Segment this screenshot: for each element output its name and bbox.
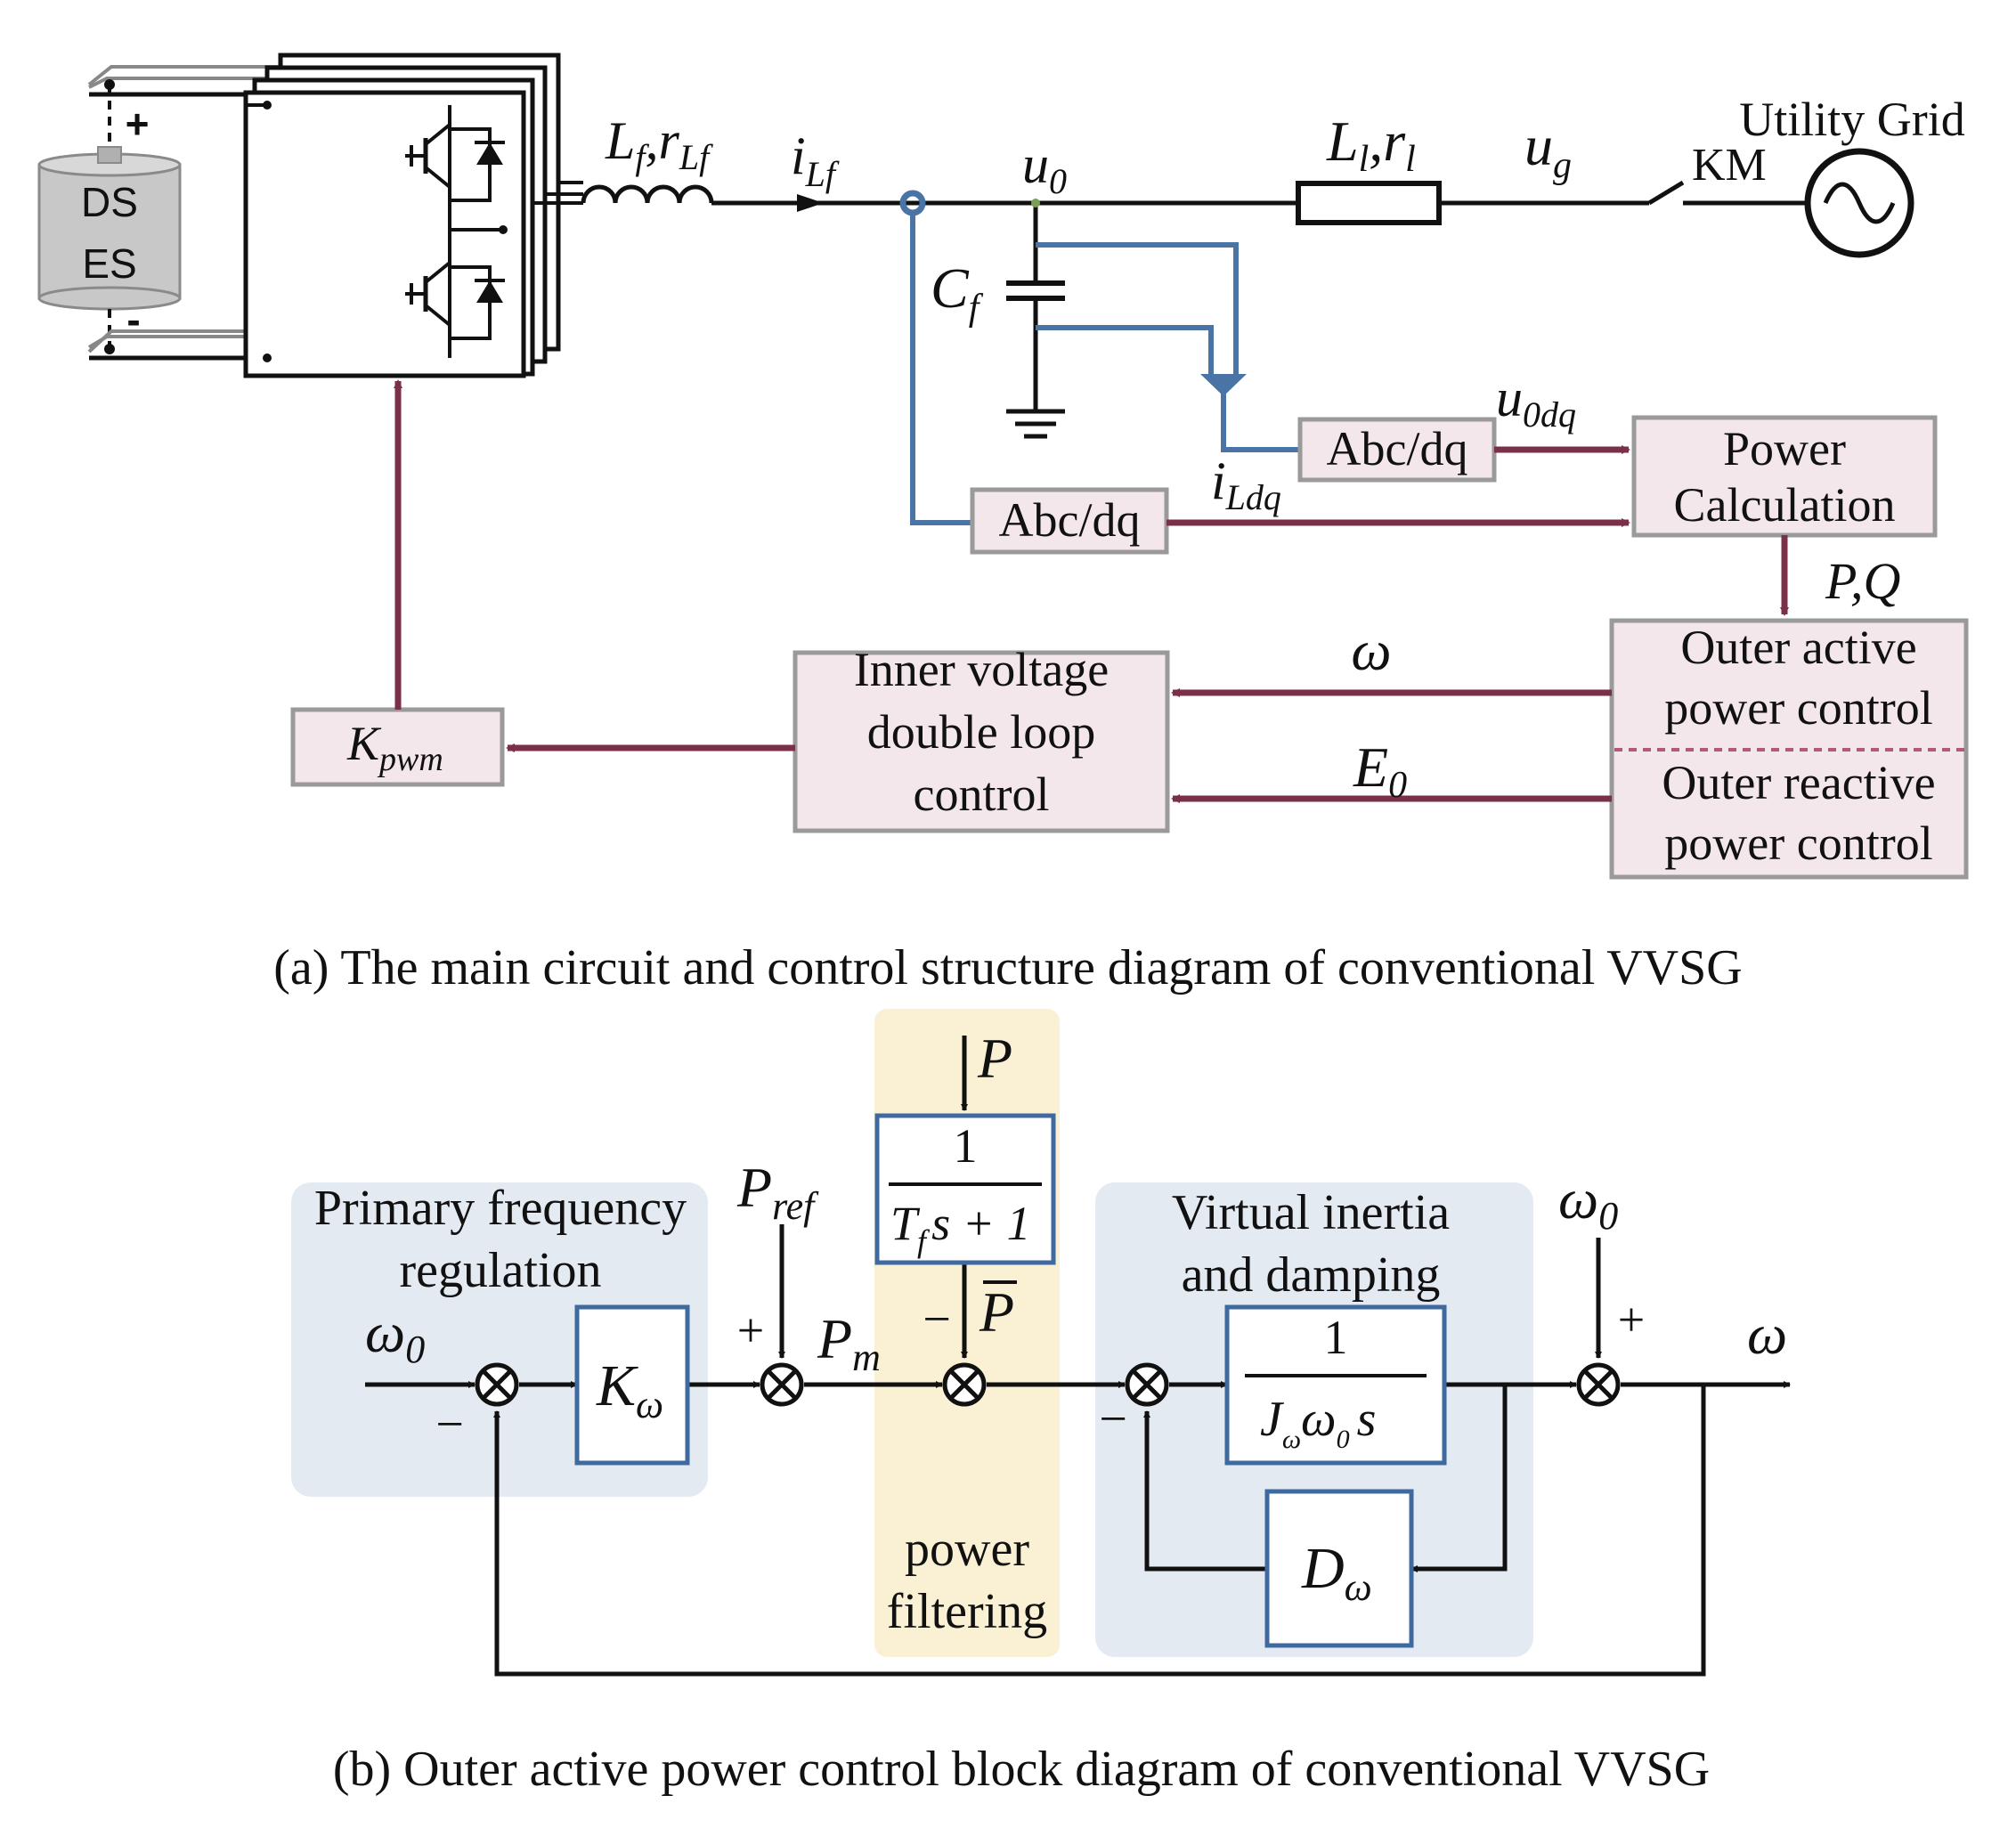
sum-junction-2 <box>760 1362 804 1407</box>
line-impedance-label: Ll,rl <box>1326 110 1416 180</box>
sum-junction-5 <box>1576 1362 1621 1407</box>
primary-label-2: regulation <box>399 1243 601 1298</box>
inertia-label-1: Virtual inertia <box>1172 1185 1450 1240</box>
inertia-label-2: and damping <box>1182 1247 1441 1303</box>
e0-label: E0 <box>1353 735 1407 806</box>
switch-label: KM <box>1692 140 1767 191</box>
virtual-inertia-block <box>1224 1304 1447 1466</box>
outer-reactive-label-2: power control <box>1664 816 1932 870</box>
low-pass-filter-block <box>874 1113 1056 1265</box>
block-diagram: Primary frequency regulation power filte… <box>291 1009 1791 1797</box>
inverter-bridge <box>243 53 583 378</box>
filter-inductor-label: Lf,rLf <box>605 111 713 177</box>
grid-voltage-label: ug <box>1524 114 1572 186</box>
minus-sign-3: − <box>1099 1392 1127 1447</box>
caption-b: (b) Outer active power control block dia… <box>333 1742 1710 1797</box>
filtering-label-2: filtering <box>887 1584 1047 1639</box>
abc-dq-lower-label: Abc/dq <box>999 493 1141 547</box>
storage-battery: DS ES + - <box>37 85 182 349</box>
k-omega-label: Kω <box>596 1353 663 1426</box>
kpwm-label: Kpwm <box>346 717 443 778</box>
abc-dq-upper-label: Abc/dq <box>1327 422 1468 475</box>
inner-label-3: control <box>914 768 1050 821</box>
k-omega-block <box>574 1304 690 1466</box>
pq-label: P,Q <box>1825 552 1900 610</box>
damping-block <box>1264 1489 1414 1648</box>
outer-active-label-2: power control <box>1664 681 1932 735</box>
sum-junction-3 <box>942 1362 987 1407</box>
grid-source-icon <box>1804 148 1914 258</box>
filtering-label-1: power <box>905 1522 1029 1577</box>
p-input-label: P <box>977 1027 1012 1090</box>
pref-label: Pref <box>736 1156 819 1228</box>
dc-bus <box>87 65 280 361</box>
current-direction-arrow <box>797 194 824 212</box>
km-switch <box>1647 180 1808 206</box>
outer-active-label-1: Outer active <box>1680 621 1916 674</box>
plus-sign-2: + <box>1618 1293 1645 1346</box>
sum-junction-4 <box>1125 1362 1169 1407</box>
voltage-u0-label: u0 <box>1022 135 1067 201</box>
svg-text:Lf,rLf: Lf,rLf <box>605 111 713 177</box>
lpf-numerator: 1 <box>954 1119 978 1173</box>
pm-label: Pm <box>817 1307 881 1379</box>
inner-loop-block <box>793 650 1170 833</box>
sum-junction-1 <box>475 1362 519 1407</box>
ildq-label: iLdq <box>1211 451 1281 517</box>
primary-label-1: Primary frequency <box>314 1181 687 1236</box>
u0dq-label: u0dq <box>1496 369 1576 435</box>
omega-output-label: ω <box>1747 1303 1787 1366</box>
inertia-numerator: 1 <box>1324 1311 1348 1364</box>
utility-grid-label: Utility Grid <box>1739 93 1965 146</box>
capacitor-label: Cf <box>931 256 984 329</box>
minus-sign-2: − <box>923 1292 951 1347</box>
pbar-label: P <box>979 1280 1014 1344</box>
inner-label-1: Inner voltage <box>854 643 1109 696</box>
power-calc-label-1: Power <box>1723 422 1846 475</box>
minus-sign-1: − <box>435 1397 464 1452</box>
filter-inductor <box>581 184 714 204</box>
storage-label-2: ES <box>82 240 136 287</box>
caption-a: (a) The main circuit and control structu… <box>273 940 1742 995</box>
current-ilf-label: iLf <box>791 126 840 194</box>
line-impedance <box>1296 181 1442 225</box>
abc-dq-lower-block <box>970 487 1169 555</box>
power-calculation-block <box>1631 415 1938 538</box>
damping-label: Dω <box>1301 1536 1372 1609</box>
inner-label-2: double loop <box>867 705 1095 759</box>
measurement-lines <box>899 190 1300 525</box>
plus-terminal-label: + <box>126 101 150 147</box>
omega-label: ω <box>1351 619 1391 682</box>
storage-label-1: DS <box>81 179 138 225</box>
filter-capacitor <box>1006 199 1065 439</box>
plus-sign-1: + <box>737 1304 764 1357</box>
outer-reactive-label-1: Outer reactive <box>1662 756 1935 809</box>
power-calc-label-2: Calculation <box>1674 478 1896 532</box>
omega0-input-label: ω0 <box>365 1301 425 1371</box>
omega0-top-label: ω0 <box>1558 1167 1618 1238</box>
main-circuit: DS ES + - <box>37 53 1969 995</box>
